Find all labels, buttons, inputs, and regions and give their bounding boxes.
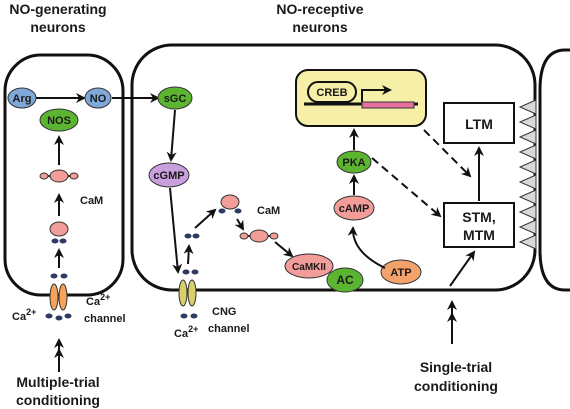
no-receptive-label-line1: NO-receptive: [276, 1, 363, 17]
cng-channel-label-line1: CNG: [212, 306, 236, 318]
adjacent-neuron-cell: [538, 48, 570, 292]
calmodulin-ca-bound-right: [239, 229, 279, 243]
arrow-ion-to-cam: [183, 244, 194, 265]
arrow-cam-to-ca-cam: [234, 218, 245, 231]
camkii-node: [284, 253, 334, 279]
ca-ion: [55, 315, 63, 321]
ltm-label: LTM: [465, 116, 493, 132]
arrow-sgc-to-cgmp: [166, 109, 177, 162]
ca-ion: [51, 238, 59, 244]
ca-ion: [60, 273, 68, 279]
no-receptive-label-line2: neurons: [292, 19, 347, 35]
sgc-label: sGC: [164, 93, 187, 105]
ac-node: [326, 267, 364, 293]
ca-ion: [192, 233, 200, 239]
pka-node: [336, 150, 372, 174]
sgc-node: [157, 86, 193, 110]
ca-ion: [191, 269, 199, 275]
ca-ion: [50, 273, 58, 279]
nos-label: NOS: [47, 115, 71, 127]
transcription-arrow: [361, 85, 392, 102]
arg-label: Arg: [13, 93, 32, 105]
calmodulin-apo: [49, 221, 69, 237]
ca-channel-label-line2: channel: [84, 313, 126, 325]
multiple-trial-label-line1: Multiple-trial: [16, 374, 99, 390]
arrow-ion-to-calmodulin: [194, 208, 217, 229]
cgmp-node: [148, 162, 190, 188]
ca-ion: [184, 233, 192, 239]
atp-label: ATP: [390, 267, 411, 279]
no-node: [84, 87, 112, 109]
no-generating-label-line1: NO-generating: [9, 1, 106, 17]
arrow-pka-to-stm: [371, 157, 442, 218]
camp-label: cAMP: [339, 203, 370, 215]
creb-label: CREB: [316, 87, 347, 99]
ca-ion: [64, 313, 72, 319]
ac-label: AC: [336, 273, 354, 287]
ca-ion: [190, 313, 198, 319]
no-label: NO: [90, 93, 107, 105]
pka-label: PKA: [342, 157, 365, 169]
calmodulin-ca-bound: [39, 169, 79, 183]
camkii-label: CaMKII: [292, 262, 326, 273]
stm-label: STM,: [462, 209, 495, 225]
cam-left-label: CaM: [80, 195, 103, 207]
single-trial-label-line1: Single-trial: [420, 359, 492, 375]
cng-channel: [178, 279, 197, 307]
mtm-label: MTM: [463, 227, 495, 243]
ltm-box: [443, 102, 515, 144]
creb-node: [307, 81, 357, 103]
nos-node: [39, 108, 79, 132]
ca-ion: [180, 313, 188, 319]
atp-node: [380, 259, 422, 285]
ca-channel: [49, 283, 68, 311]
arg-node: [7, 87, 37, 109]
ca-ion: [59, 238, 67, 244]
ca-ion: [182, 269, 190, 275]
arrow-cgmp-to-cng: [169, 187, 183, 274]
stm-mtm-box: [443, 202, 515, 248]
cng-ca-ion-label: Ca2+: [174, 324, 198, 340]
arrow-single-trial-to-stm: [449, 250, 476, 287]
arrow-atp-to-camp: [347, 226, 386, 269]
synaptic-terminals: [518, 99, 537, 250]
cng-channel-label-line2: channel: [208, 323, 250, 335]
ca-channel-label-line1: Ca2+: [86, 292, 110, 308]
multiple-trial-label-line2: conditioning: [16, 392, 100, 408]
single-trial-label-line2: conditioning: [414, 378, 498, 394]
cam-right-label: CaM: [257, 205, 280, 217]
arrow-cacam-to-camkii: [274, 241, 294, 258]
no-generating-label-line2: neurons: [30, 19, 85, 35]
gene-transcript: [361, 101, 415, 109]
camp-node: [333, 195, 375, 221]
cgmp-label: cGMP: [153, 170, 184, 182]
ca-ion-label: Ca2+: [12, 307, 36, 323]
calmodulin-apo-right: [218, 194, 242, 214]
ca-ion: [45, 313, 53, 319]
arrow-nucleus-to-ltm: [423, 129, 472, 178]
